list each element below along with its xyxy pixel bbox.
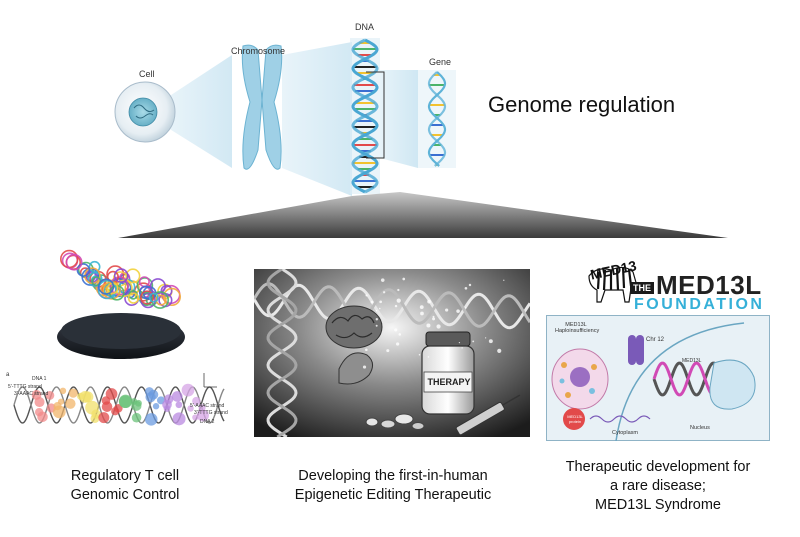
label-dna2: DNA 2 [200,419,215,425]
logo-foundation: FOUNDATION [634,296,765,313]
cell-illustration [114,81,176,143]
label-cell: Cell [139,69,155,79]
illus-chr: Chr 12 [646,337,665,343]
label-strand4: 3'-TTTG strand [194,410,228,416]
illus-cytoplasm: Cytoplasm [612,430,638,436]
expansion-fan [118,192,728,238]
illus-protein: MED13L protein [567,414,583,424]
epigenetic-therapy-artwork [254,269,530,437]
med13l-illustration [546,315,770,441]
dna-helix [350,38,380,194]
label-dna: DNA [355,22,375,32]
genome-zoom-diagram [114,38,728,238]
zoom-cone-chromosome [282,42,352,196]
axis-glyph [203,373,217,388]
label-dna1: DNA 1 [32,376,47,382]
illus-title: MED13L Haploinsufficiency [555,322,600,334]
zebra-logo-icon [588,266,638,303]
dna-bracket [366,71,385,159]
zoom-cone-dna [380,70,418,168]
nucleosome-structure-image [13,373,225,426]
label-gene: Gene [429,57,452,67]
vial-label: THERAPY [427,377,471,387]
zoom-cone-cell [168,55,232,168]
chromatin-3d-image [57,249,185,359]
caption-treg: Regulatory T cell Genomic Control [70,468,180,503]
chromosome-illustration [241,44,283,170]
label-strand2: 3'-AAAC strand [14,391,49,397]
label-strand1: 5'-TTTG strand [8,384,42,390]
caption-epigenetic: Developing the first-in-human Epigenetic… [294,468,492,503]
label-a: a [6,372,10,378]
illus-gene: MED13L [682,358,702,364]
label-strand3: 5'-AAAC strand [190,403,225,409]
logo-the: THE [630,282,654,294]
label-chromosome: Chromosome [231,46,286,56]
caption-med13l: Therapeutic development for a rare disea… [565,459,751,513]
gene-illustration [418,70,456,168]
page-title: Genome regulation [488,92,676,117]
illus-nucleus: Nucleus [690,425,710,431]
logo-med13l: MED13L [656,270,762,300]
